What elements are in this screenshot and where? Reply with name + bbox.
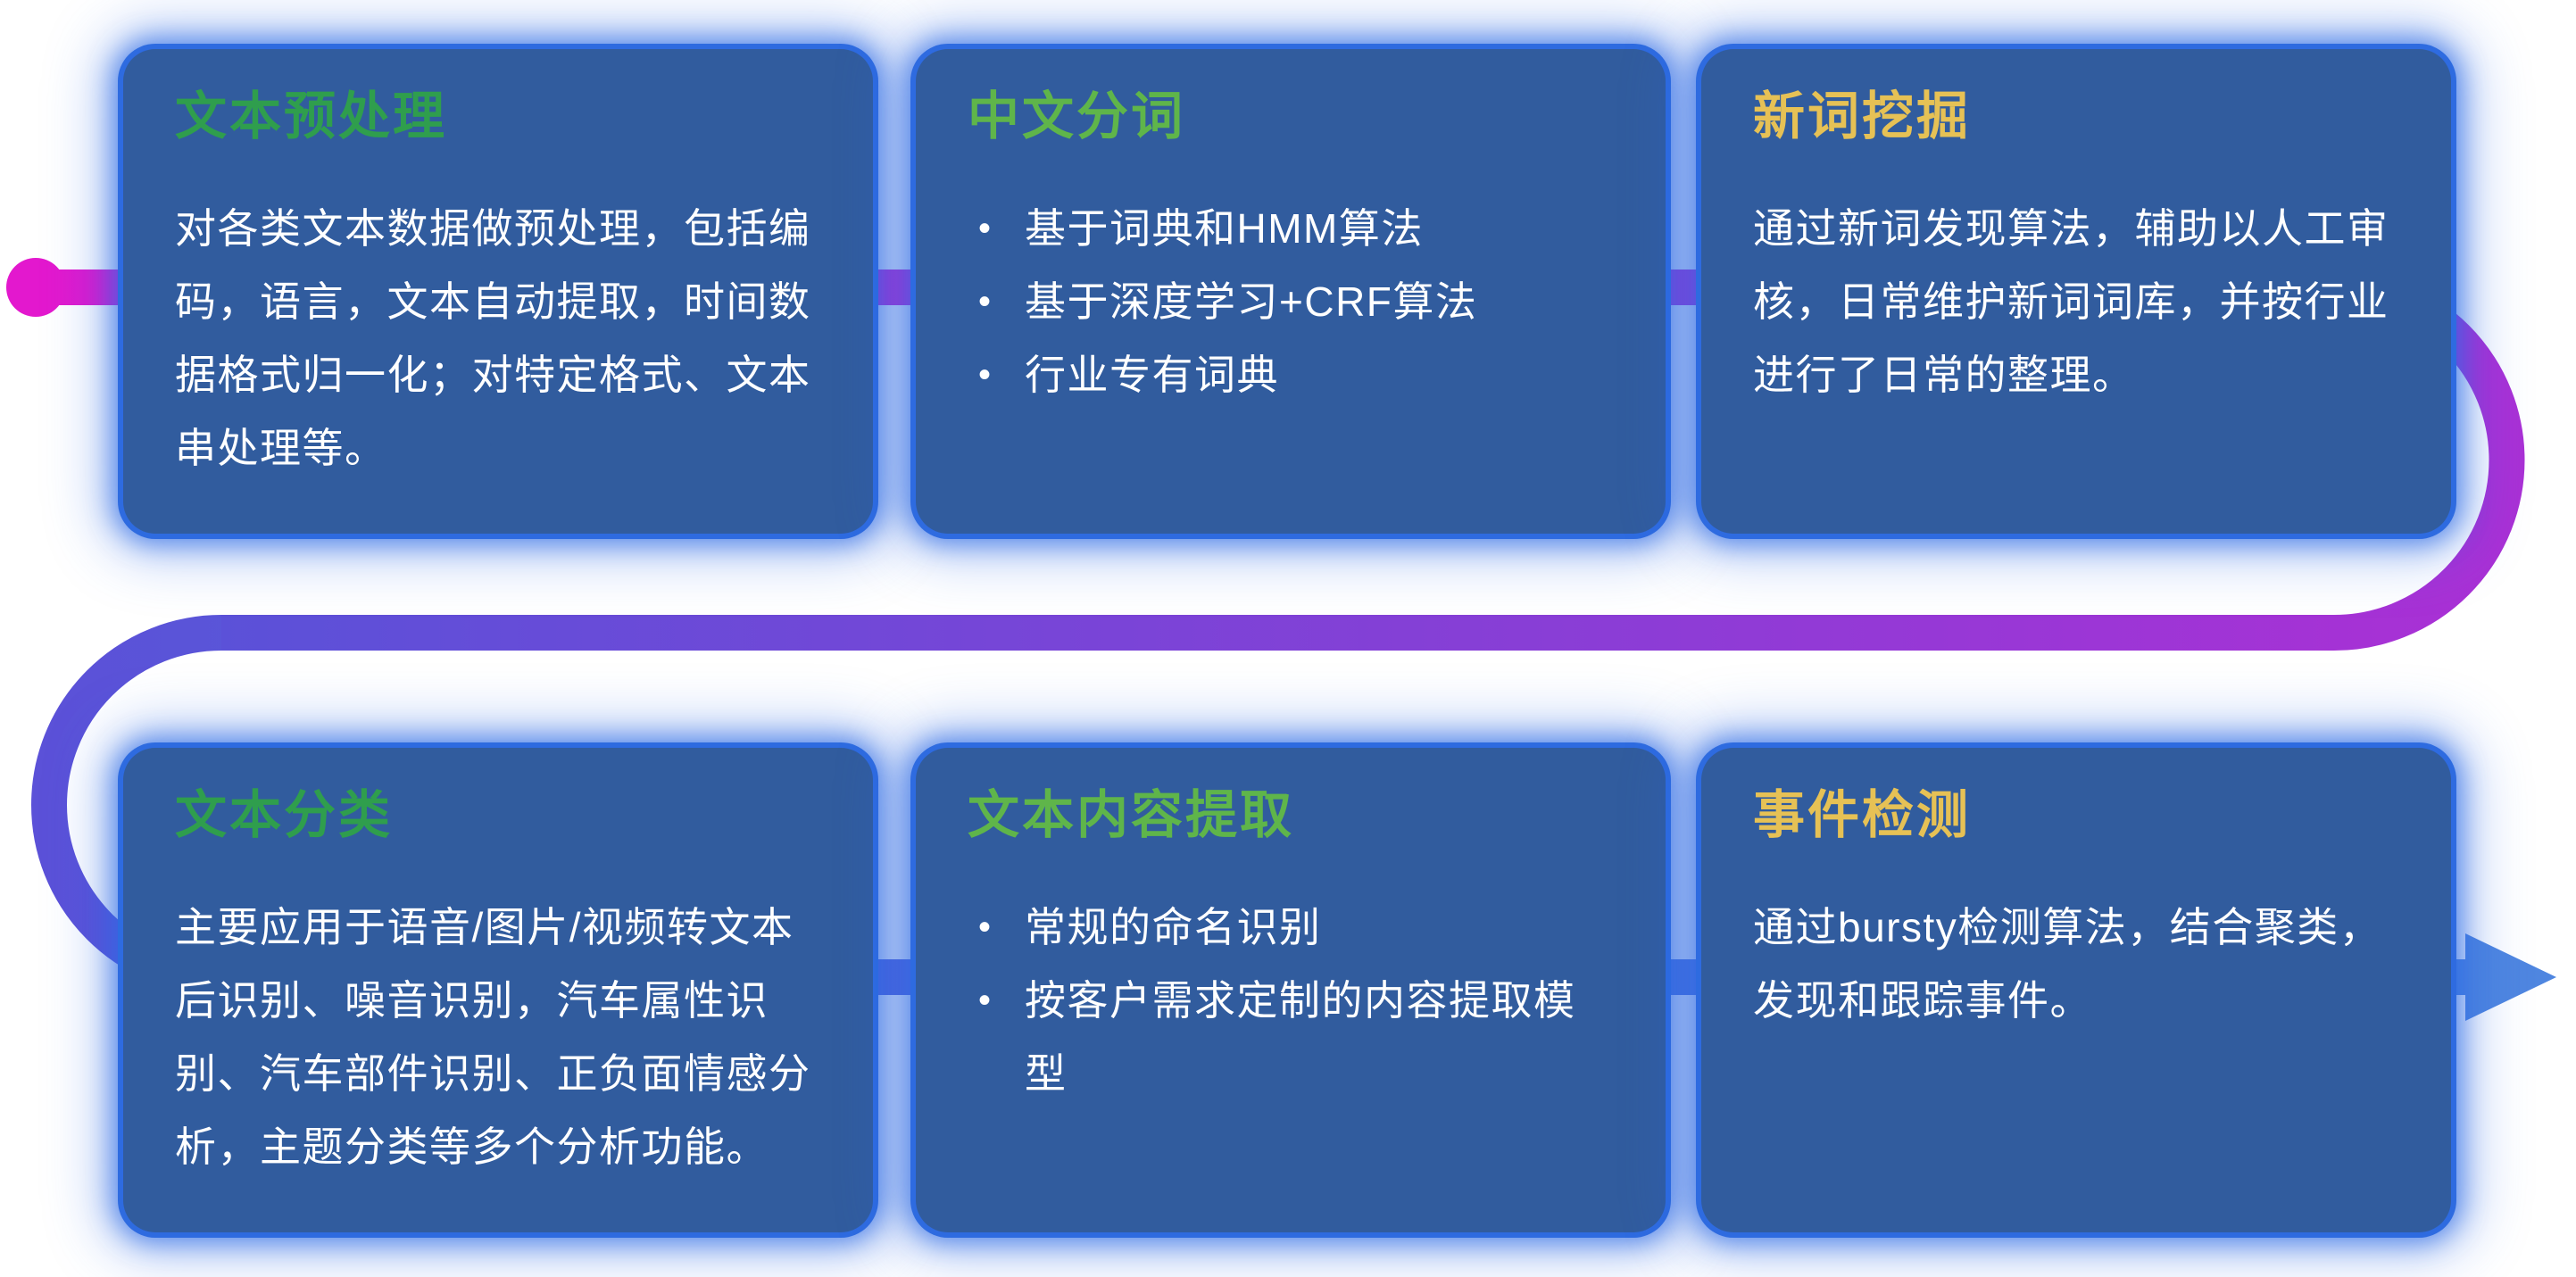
card-body-text: 通过新词发现算法，辅助以人工审核，日常维护新词词库，并按行业进行了日常的整理。: [1753, 204, 2389, 398]
card-title: 文本分类: [175, 786, 394, 844]
bullet-dot-icon: •: [978, 281, 993, 321]
card-title: 新词挖掘: [1753, 87, 1972, 145]
card-title: 文本内容提取: [968, 786, 1295, 844]
bullet-item: • 常规的命名识别: [968, 891, 1614, 964]
card-text-classification: 文本分类 主要应用于语音/图片/视频转文本后识别、噪音识别，汽车属性识别、汽车部…: [123, 748, 873, 1232]
bullet-dot-icon: •: [978, 980, 993, 1020]
card-text-preprocessing: 文本预处理 对各类文本数据做预处理，包括编码，语言，文本自动提取，时间数据格式归…: [123, 49, 873, 534]
bullet-item: • 基于深度学习+CRF算法: [968, 265, 1614, 338]
flow-start-dot: [6, 258, 65, 317]
bullet-dot-icon: •: [978, 208, 993, 248]
card-chinese-word-segmentation: 中文分词 • 基于词典和HMM算法 • 基于深度学习+CRF算法 • 行业专有词…: [916, 49, 1666, 534]
bullet-text: 基于深度学习+CRF算法: [1025, 278, 1478, 325]
card-new-word-mining: 新词挖掘 通过新词发现算法，辅助以人工审核，日常维护新词词库，并按行业进行了日常…: [1701, 49, 2451, 534]
card-body-text: 通过bursty检测算法，结合聚类，发现和跟踪事件。: [1753, 903, 2382, 1024]
card-event-detection: 事件检测 通过bursty检测算法，结合聚类，发现和跟踪事件。: [1701, 748, 2451, 1232]
card-title: 文本预处理: [175, 87, 448, 145]
bullet-dot-icon: •: [978, 907, 993, 947]
bullet-dot-icon: •: [978, 354, 993, 394]
bullet-text: 常规的命名识别: [1025, 903, 1322, 950]
bullet-text: 基于词典和HMM算法: [1025, 204, 1424, 252]
bullet-item: • 基于词典和HMM算法: [968, 192, 1614, 265]
bullet-item: • 按客户需求定制的内容提取模型: [968, 964, 1614, 1110]
bullet-list: • 常规的命名识别 • 按客户需求定制的内容提取模型: [968, 891, 1614, 1110]
bullet-text: 按客户需求定制的内容提取模型: [1025, 976, 1576, 1097]
card-body-text: 对各类文本数据做预处理，包括编码，语言，文本自动提取，时间数据格式归一化；对特定…: [175, 204, 811, 471]
card-title: 中文分词: [968, 87, 1186, 145]
flow-segment-middle: [221, 460, 2525, 651]
card-title: 事件检测: [1753, 786, 1972, 844]
bullet-text: 行业专有词典: [1025, 351, 1279, 398]
card-body-text: 主要应用于语音/图片/视频转文本后识别、噪音识别，汽车属性识别、汽车部件识别、正…: [175, 903, 811, 1170]
card-text-content-extraction: 文本内容提取 • 常规的命名识别 • 按客户需求定制的内容提取模型: [916, 748, 1666, 1232]
flow-end-arrow-icon: [2465, 933, 2556, 1021]
bullet-item: • 行业专有词典: [968, 338, 1614, 411]
bullet-list: • 基于词典和HMM算法 • 基于深度学习+CRF算法 • 行业专有词典: [968, 192, 1614, 411]
